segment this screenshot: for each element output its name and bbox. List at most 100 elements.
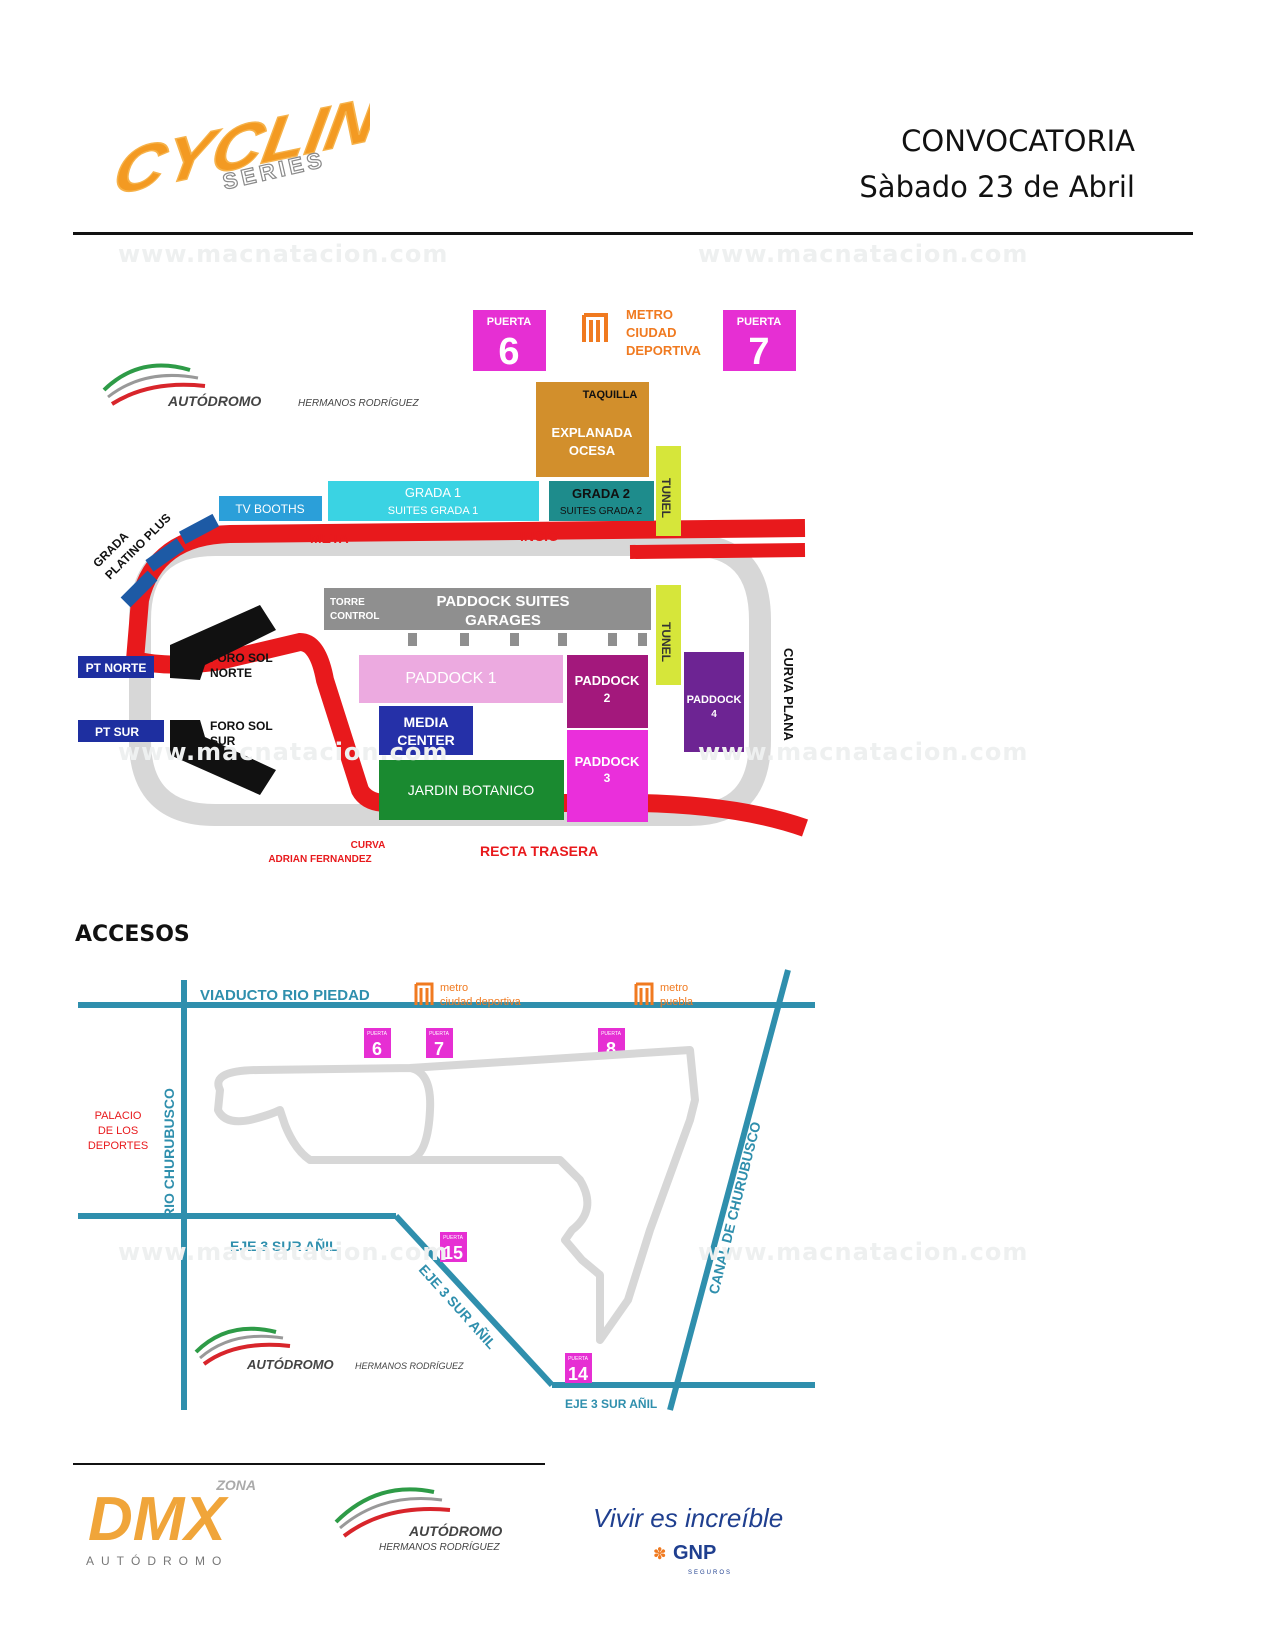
autodromo-logo-sub: HERMANOS RODRÍGUEZ	[298, 396, 419, 409]
gate-15: PUERTA 15	[440, 1232, 467, 1263]
paddock-suites-label: PADDOCK SUITES	[436, 593, 569, 610]
footer-venue-sub: HERMANOS RODRÍGUEZ	[379, 1540, 500, 1553]
tv-booths-area	[219, 496, 322, 521]
puerta-6-gate	[473, 310, 546, 371]
rio-churubusco-label: RIO CHURUBUSCO	[161, 1088, 177, 1218]
media-center-area	[379, 706, 473, 755]
red-race-line-inner	[629, 543, 806, 559]
palacio-label-2: DE LOS	[98, 1125, 138, 1137]
foro-sol-norte-label-1: FORO SOL	[210, 651, 273, 665]
paddock-3-number: 3	[604, 771, 611, 785]
paddock-1-area	[359, 655, 563, 703]
curva-adrian-label-2: ADRIAN FERNANDEZ	[268, 854, 371, 865]
pt-sur-label: PT SUR	[95, 725, 139, 739]
metro-icon	[582, 313, 608, 342]
gate-14: PUERTA 14	[565, 1353, 592, 1384]
footer-logos: ZONA DMX AUTÓDROMO AUTÓDROMO HERMANOS RO…	[86, 1477, 783, 1576]
footer-divider	[73, 1463, 545, 1465]
gate-15-label: PUERTA	[443, 1235, 463, 1241]
palacio-label-1: PALACIO	[95, 1110, 142, 1122]
foro-sol-norte-shape	[170, 605, 276, 680]
header-divider	[73, 232, 1193, 235]
gate-6: PUERTA 6	[364, 1028, 391, 1059]
autodromo-hermanos-logo: AUTÓDROMO HERMANOS RODRÍGUEZ	[334, 1487, 502, 1553]
cycling-series-logo: CYCLING SERIES	[108, 82, 370, 210]
puerta-6-label: PUERTA	[487, 316, 531, 328]
grada-platino-block	[178, 513, 220, 545]
puerta-7-label: PUERTA	[737, 316, 781, 328]
paddock-suites-garages	[324, 588, 651, 630]
paddock-1-label: PADDOCK 1	[405, 670, 496, 687]
taquilla-label: TAQUILLA	[583, 389, 638, 401]
grada-1-sub-label: SUITES GRADA 1	[388, 505, 478, 517]
circuit-outline	[214, 1046, 699, 1344]
gate-6-label: PUERTA	[367, 1031, 387, 1037]
metro-label-1: METRO	[626, 307, 673, 322]
gate-8-label: PUERTA	[601, 1031, 621, 1037]
grada-2-label: GRADA 2	[572, 486, 630, 501]
watermark: www.macnatacion.com	[118, 738, 449, 766]
gnp-star-icon: ✽	[653, 1546, 666, 1563]
gnp-slogan: Vivir es increíble	[593, 1503, 783, 1533]
gnp-logo: Vivir es increíble ✽ GNP SEGUROS	[593, 1503, 783, 1576]
gate-7-number: 7	[434, 1039, 444, 1059]
gate-15-number: 15	[443, 1243, 463, 1263]
metro-label-2: CIUDAD	[626, 325, 677, 340]
tunel-bottom-label: TUNEL	[659, 622, 673, 662]
paddock-4-label: PADDOCK	[687, 694, 742, 706]
jardin-botanico-label: JARDIN BOTANICO	[408, 782, 535, 798]
gate-6-number: 6	[372, 1039, 382, 1059]
eje3-label-1: EJE 3 SUR AÑIL	[230, 1237, 338, 1254]
autodromo-logo-main: AUTÓDROMO	[167, 392, 261, 409]
puerta-6-number: 6	[498, 331, 519, 373]
metro-puebla-label-2: puebla	[660, 996, 694, 1008]
grada-platino-block	[145, 538, 185, 572]
media-center-label-2: CENTER	[397, 732, 455, 748]
recta-trasera-label: RECTA TRASERA	[480, 843, 598, 859]
metro-cd-label-1: metro	[440, 982, 468, 994]
gnp-text: GNP	[673, 1542, 716, 1564]
canal-churubusco-label: CANAL DE CHURUBUSCO	[705, 1120, 763, 1296]
curva-adrian-label-1: CURVA	[351, 840, 386, 851]
grada-2-area	[549, 481, 654, 521]
autodromo-logo-sub: HERMANOS RODRÍGUEZ	[355, 1361, 464, 1371]
curva-plana-label: CURVA PLANA	[781, 648, 796, 742]
explanada-ocesa-area	[536, 382, 649, 477]
torre-control-label-2: CONTROL	[330, 611, 379, 622]
gate-14-number: 14	[568, 1364, 588, 1384]
eje3-label-2: EJE 3 SUR AÑIL	[416, 1261, 501, 1353]
gate-7: PUERTA 7	[426, 1028, 453, 1059]
gate-8-number: 8	[606, 1039, 616, 1059]
explanada-label-2: OCESA	[569, 443, 616, 458]
watermark: www.macnatacion.com	[698, 738, 1029, 766]
torre-control-label-1: TORRE	[330, 597, 365, 608]
page-title: CONVOCATORIA Sàbado 23 de Abril	[859, 118, 1135, 210]
foro-sol-sur-label-1: FORO SOL	[210, 719, 273, 733]
incio-label: INCIO	[520, 528, 559, 544]
roads	[78, 969, 815, 1411]
metro-cd-label-2: ciudad deportiva	[440, 996, 522, 1008]
garage-markers	[408, 633, 647, 646]
foro-sol-sur-shape	[170, 720, 276, 795]
autodromo-logo-main: AUTÓDROMO	[246, 1357, 334, 1372]
paddock-4-number: 4	[711, 709, 717, 720]
zona-dmx-logo: ZONA DMX AUTÓDROMO	[86, 1477, 256, 1568]
metro-puebla-label-1: metro	[660, 982, 688, 994]
metro-icon	[634, 982, 654, 1005]
paddock-4-area	[684, 652, 744, 752]
zona-text: ZONA	[215, 1477, 256, 1493]
gate-14-label: PUERTA	[568, 1356, 588, 1362]
red-race-line	[125, 519, 809, 837]
gate-7-label: PUERTA	[429, 1031, 449, 1037]
foro-sol-sur-label-2: SUR	[210, 734, 236, 748]
grada-1-area	[328, 481, 539, 521]
meta-label: META	[310, 530, 349, 546]
metro-label-3: DEPORTIVA	[626, 343, 701, 358]
explanada-label-1: EXPLANADA	[552, 425, 634, 440]
grada-2-sub-label: SUITES GRADA 2	[560, 506, 643, 517]
pt-sur-box	[78, 720, 164, 742]
jardin-botanico-area	[379, 760, 564, 820]
grada-1-label: GRADA 1	[405, 485, 461, 500]
garages-label: GARAGES	[465, 612, 541, 629]
footer-venue-main: AUTÓDROMO	[408, 1522, 502, 1539]
